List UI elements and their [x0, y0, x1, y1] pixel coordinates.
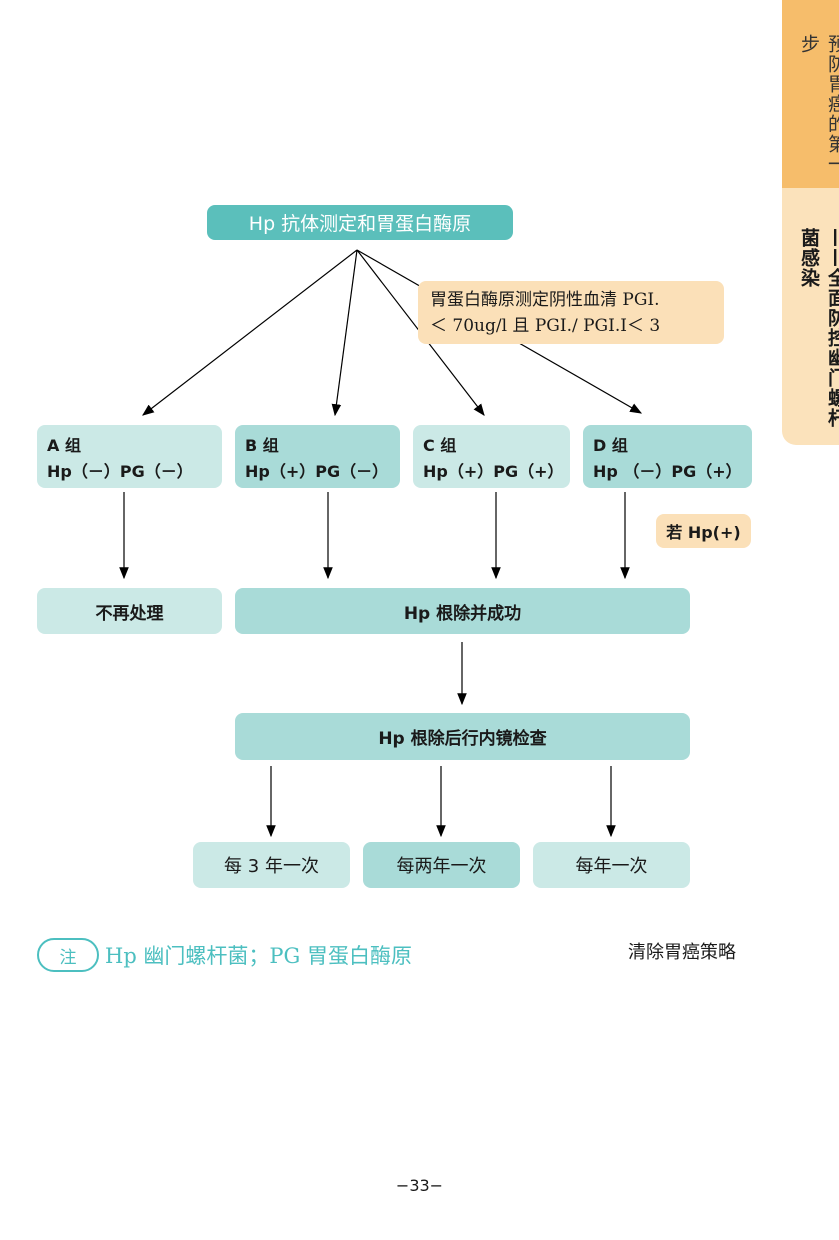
group-c: C 组 Hp（+）PG（+）: [413, 425, 570, 488]
chapter-tab: 预防胃癌的第一步: [782, 0, 839, 188]
page-number: −33−: [395, 1176, 444, 1195]
note-cloud-icon: 注: [37, 938, 99, 972]
note-line: 胃蛋白酶原测定阴性血清 PGI.: [430, 290, 660, 310]
condition-box: 若 Hp(+): [656, 514, 751, 548]
arrow-to-b: [331, 249, 358, 417]
interval-box: 每年一次: [533, 842, 690, 888]
group-name: B 组: [245, 436, 279, 455]
interval-box: 每 3 年一次: [193, 842, 350, 888]
root-box: Hp 抗体测定和胃蛋白酶原: [207, 205, 513, 240]
group-name: C 组: [423, 436, 457, 455]
endoscopy-box: Hp 根除后行内镜检查: [235, 713, 690, 760]
arrow-to-a: [142, 249, 358, 416]
group-name: A 组: [47, 436, 81, 455]
group-status: Hp（+）PG（+）: [423, 462, 564, 481]
group-a: A 组 Hp（－）PG（－）: [37, 425, 222, 488]
no-treatment-box: 不再处理: [37, 588, 222, 634]
pg-criteria-note: 胃蛋白酶原测定阴性血清 PGI. ＜ 70ug/l 且 PGI./ PGI.Ⅰ＜…: [418, 281, 724, 344]
group-name: D 组: [593, 436, 628, 455]
figure-caption: 清除胃癌策略: [628, 942, 736, 963]
chapter-title: 预防胃癌的第一步: [798, 34, 839, 174]
group-b: B 组 Hp（+）PG（－）: [235, 425, 400, 488]
eradication-box: Hp 根除并成功: [235, 588, 690, 634]
section-tab: ——全面防控幽门螺杆菌感染: [782, 188, 839, 445]
group-d: D 组 Hp （－）PG（+）: [583, 425, 752, 488]
group-status: Hp （－）PG（+）: [593, 462, 742, 481]
interval-box: 每两年一次: [363, 842, 520, 888]
group-status: Hp（+）PG（－）: [245, 462, 389, 481]
footnote: 注 Hp 幽门螺杆菌；PG 胃蛋白酶原: [37, 938, 412, 972]
section-title: ——全面防控幽门螺杆菌感染: [798, 228, 839, 428]
footnote-text: Hp 幽门螺杆菌；PG 胃蛋白酶原: [105, 944, 413, 968]
note-line: ＜ 70ug/l 且 PGI./ PGI.Ⅰ＜ 3: [430, 316, 661, 336]
group-status: Hp（－）PG（－）: [47, 462, 193, 481]
